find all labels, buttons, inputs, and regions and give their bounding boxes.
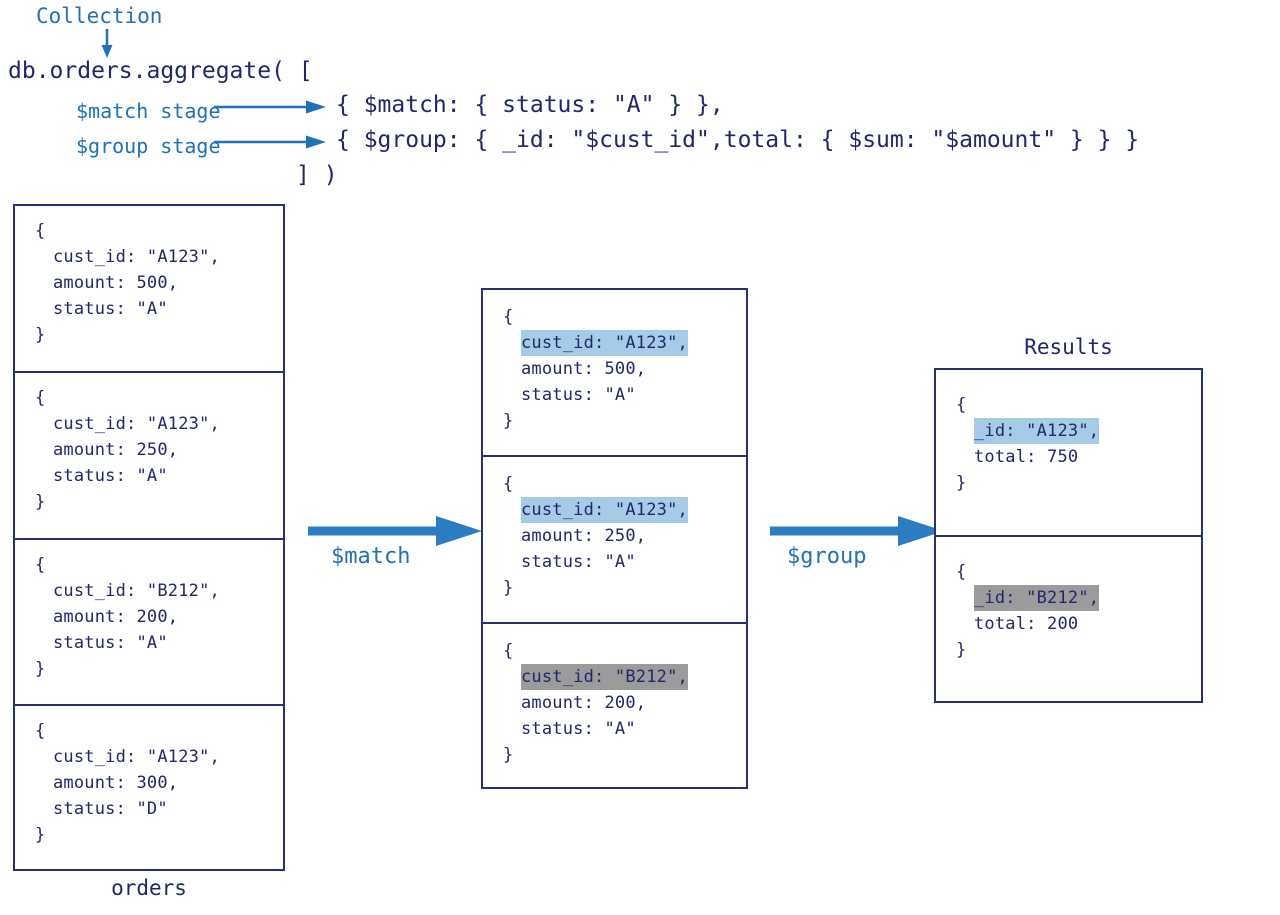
doc-close-brace: } [503, 745, 514, 765]
orders-collection-table: { cust_id: "A123", amount: 500, status: … [13, 204, 285, 871]
doc-field-amount: amount: 500, [521, 359, 647, 379]
doc-close-brace: } [35, 325, 46, 345]
table-row: { cust_id: "A123", amount: 500, status: … [483, 290, 746, 457]
results-table: { _id: "A123", total: 750 } { _id: "B212… [934, 368, 1203, 703]
table-row: { cust_id: "A123", amount: 250, status: … [15, 373, 283, 540]
match-pipeline-arrow-icon [308, 516, 482, 546]
doc-field-status: status: "A" [521, 552, 636, 572]
doc-close-brace: } [503, 411, 514, 431]
table-row: { _id: "B212", total: 200 } [936, 537, 1201, 704]
doc-close-brace: } [35, 825, 46, 846]
doc-field-status: status: "A" [53, 299, 168, 319]
right-arrow-icon [214, 100, 326, 114]
group-stage-annotation-label: $group stage [76, 134, 221, 158]
doc-field-amount: amount: 250, [521, 526, 647, 546]
doc-open-brace: { [503, 641, 514, 661]
doc-field-id: _id: "A123", [936, 418, 1201, 444]
doc-open-brace: { [35, 387, 46, 408]
match-stage-annotation-label: $match stage [76, 99, 221, 123]
doc-field-status: status: "D" [53, 799, 168, 820]
doc-open-brace: { [35, 554, 46, 575]
table-row: { cust_id: "B212", amount: 200, status: … [483, 624, 746, 791]
group-pipeline-arrow-icon [770, 516, 944, 546]
cust-id-highlight: cust_id: "B212", [521, 664, 688, 690]
code-line-3: { $group: { _id: "$cust_id",total: { $su… [336, 127, 1140, 153]
doc-close-brace: } [35, 658, 46, 679]
orders-table-caption: orders [111, 876, 187, 900]
right-arrow-icon [214, 135, 326, 149]
doc-field-total: total: 750 [974, 447, 1079, 467]
collection-annotation-label: Collection [36, 4, 163, 28]
doc-field-cust-id: cust_id: "A123", [53, 247, 220, 267]
doc-close-brace: } [503, 578, 514, 598]
code-line-2: { $match: { status: "A" } }, [336, 92, 724, 118]
doc-open-brace: { [503, 307, 514, 327]
table-row: { cust_id: "A123", amount: 500, status: … [15, 206, 283, 373]
doc-field-cust-id: cust_id: "A123", [483, 330, 746, 356]
doc-field-cust-id: cust_id: "B212", [483, 664, 746, 690]
doc-close-brace: } [956, 640, 967, 660]
doc-open-brace: { [503, 474, 514, 494]
down-arrow-icon [101, 29, 113, 58]
doc-field-cust-id: cust_id: "B212", [53, 580, 220, 601]
doc-field-status: status: "A" [521, 719, 636, 739]
doc-field-cust-id: cust_id: "A123", [53, 747, 220, 768]
table-row: { cust_id: "A123", amount: 250, status: … [483, 457, 746, 624]
doc-open-brace: { [956, 562, 967, 582]
group-pipeline-arrow-label: $group [787, 544, 867, 569]
doc-field-amount: amount: 500, [53, 273, 179, 293]
table-row: { cust_id: "A123", amount: 300, status: … [15, 706, 283, 873]
id-highlight: _id: "A123", [974, 418, 1100, 444]
doc-field-amount: amount: 200, [521, 693, 647, 713]
code-line-1: db.orders.aggregate( [ [8, 58, 313, 84]
doc-field-status: status: "A" [53, 465, 168, 486]
cust-id-highlight: cust_id: "A123", [521, 497, 688, 523]
code-line-4: ] ) [296, 162, 338, 188]
doc-field-amount: amount: 300, [53, 773, 179, 794]
doc-close-brace: } [35, 491, 46, 512]
doc-field-cust-id: cust_id: "A123", [53, 413, 220, 434]
doc-open-brace: { [35, 221, 46, 241]
match-pipeline-arrow-label: $match [331, 544, 411, 569]
match-stage-output-table: { cust_id: "A123", amount: 500, status: … [481, 288, 748, 789]
doc-open-brace: { [956, 395, 967, 415]
aggregation-code-block: Collection db.orders.aggregate( [ { $mat… [0, 0, 1280, 200]
doc-field-cust-id: cust_id: "A123", [483, 497, 746, 523]
doc-close-brace: } [956, 473, 967, 493]
doc-field-status: status: "A" [521, 385, 636, 405]
id-highlight: _id: "B212", [974, 585, 1100, 611]
doc-open-brace: { [35, 721, 46, 742]
table-row: { cust_id: "B212", amount: 200, status: … [15, 540, 283, 707]
cust-id-highlight: cust_id: "A123", [521, 330, 688, 356]
doc-field-status: status: "A" [53, 632, 168, 653]
doc-field-total: total: 200 [974, 614, 1079, 634]
doc-field-id: _id: "B212", [936, 585, 1201, 611]
results-table-caption: Results [1024, 335, 1113, 359]
table-row: { _id: "A123", total: 750 } [936, 370, 1201, 537]
doc-field-amount: amount: 250, [53, 439, 179, 460]
doc-field-amount: amount: 200, [53, 606, 179, 627]
